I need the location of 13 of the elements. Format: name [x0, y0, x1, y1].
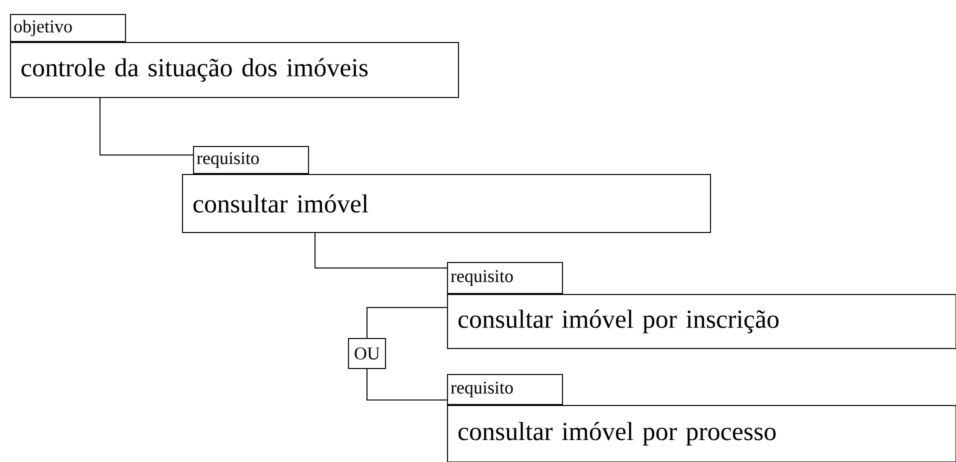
connector-line: [314, 232, 448, 268]
node-label: requisito: [196, 152, 259, 168]
connector-line: [100, 98, 194, 156]
node-label: requisito: [450, 382, 513, 398]
node-label: objetivo: [14, 20, 72, 36]
connector-line: [366, 368, 448, 400]
labeled-box: objetivo controle da situação dos imóveis: [10, 14, 459, 98]
operator-box: OU: [348, 338, 386, 369]
labeled-box: requisito consultar imóvel por inscrição: [447, 262, 956, 349]
node-label: requisito: [450, 270, 513, 286]
labeled-box: requisito consultar imóvel por processo: [447, 374, 956, 462]
connector-line: [366, 307, 448, 338]
labeled-box: requisito consultar imóvel: [182, 146, 711, 233]
